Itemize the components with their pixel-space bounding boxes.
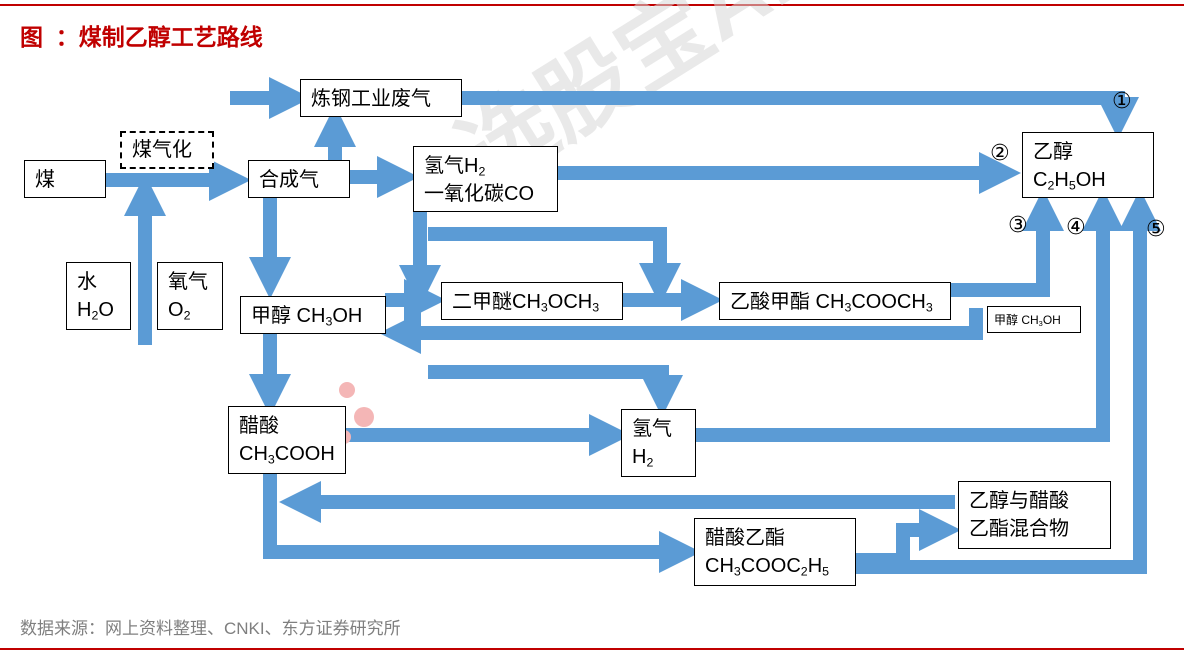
node-coal-label: 煤 — [35, 169, 55, 191]
ethyl-acetate-formula: CH3COOC2H5 — [705, 555, 830, 579]
node-h2-co: 氢气H2 一氧化碳CO — [413, 146, 558, 212]
node-gasification-label: 煤气化 — [132, 139, 192, 161]
oxygen-line1: 氧气 — [168, 271, 208, 293]
source-note: 数据来源：网上资料整理、CNKI、东方证券研究所 — [20, 619, 401, 638]
ethyl-acetate-line1: 醋酸乙酯 — [705, 527, 785, 549]
node-coal: 煤 — [24, 160, 106, 198]
ethanol-line1: 乙醇 — [1033, 141, 1073, 163]
arrow-route4 — [696, 189, 1124, 442]
arrow-route5 — [855, 189, 1161, 574]
node-ethanol: 乙醇 C2H5OH — [1022, 132, 1154, 198]
node-hydrogen: 氢气 H2 — [621, 409, 696, 477]
arrow-h2co-carbonylation — [428, 227, 681, 305]
node-methyl-acetate: 乙酸甲酯 CH3COOCH3 — [719, 282, 951, 320]
route-number-3: ③ — [1008, 212, 1028, 237]
top-rule — [0, 4, 1184, 6]
node-methanol-small: 甲醇 CH3OH — [987, 306, 1081, 333]
methyl-acetate-label: 乙酸甲酯 CH3COOCH3 — [730, 291, 933, 315]
node-mixture: 乙醇与醋酸 乙酯混合物 — [958, 481, 1111, 549]
node-syngas: 合成气 — [248, 160, 350, 198]
node-oxygen: 氧气 O2 — [157, 262, 223, 330]
arrow-acetic-ethylacetate — [263, 472, 701, 573]
route-number-2: ② — [990, 140, 1010, 165]
arrow-ea-mixture — [855, 509, 961, 567]
node-dme: 二甲醚CH3OCH3 — [441, 282, 623, 320]
arrow-hydrogen-input — [428, 365, 683, 417]
node-gasification: 煤气化 — [120, 131, 214, 169]
route-number-4: ④ — [1066, 214, 1086, 239]
arrow-methanol-recycle — [379, 308, 983, 354]
route-number-1: ① — [1112, 88, 1132, 113]
node-steel-gas-label: 炼钢工业废气 — [311, 88, 431, 110]
methanol-small-label: 甲醇 CH3OH — [994, 313, 1061, 329]
oxygen-formula: O2 — [168, 299, 191, 323]
methanol-label: 甲醇 CH3OH — [251, 305, 363, 329]
arrow-route3 — [950, 189, 1064, 297]
hydrogen-line1: 氢气 — [632, 418, 672, 440]
node-acetic-acid: 醋酸 CH3COOH — [228, 406, 346, 474]
node-water: 水 H2O — [66, 262, 131, 330]
mixture-line2: 乙酯混合物 — [969, 518, 1069, 540]
h2co-line1: 氢气H2 — [424, 155, 486, 179]
mixture-line1: 乙醇与醋酸 — [969, 490, 1069, 512]
water-line1: 水 — [77, 271, 97, 293]
hydrogen-formula: H2 — [632, 446, 654, 470]
h2co-line2: 一氧化碳CO — [424, 183, 534, 205]
acetic-line1: 醋酸 — [239, 415, 279, 437]
node-syngas-label: 合成气 — [259, 169, 319, 191]
dme-label: 二甲醚CH3OCH3 — [452, 291, 600, 315]
ethanol-formula: C2H5OH — [1033, 169, 1106, 193]
acetic-formula: CH3COOH — [239, 443, 335, 467]
figure-title: 图 ：煤制乙醇工艺路线 — [20, 24, 263, 50]
node-steel-gas: 炼钢工业废气 — [300, 79, 462, 117]
node-ethyl-acetate: 醋酸乙酯 CH3COOC2H5 — [694, 518, 856, 586]
node-methanol: 甲醇 CH3OH — [240, 296, 386, 334]
arrow-route1 — [462, 91, 1139, 139]
route-number-5: ⑤ — [1146, 216, 1166, 241]
bottom-rule — [0, 648, 1184, 650]
water-formula: H2O — [77, 299, 114, 323]
